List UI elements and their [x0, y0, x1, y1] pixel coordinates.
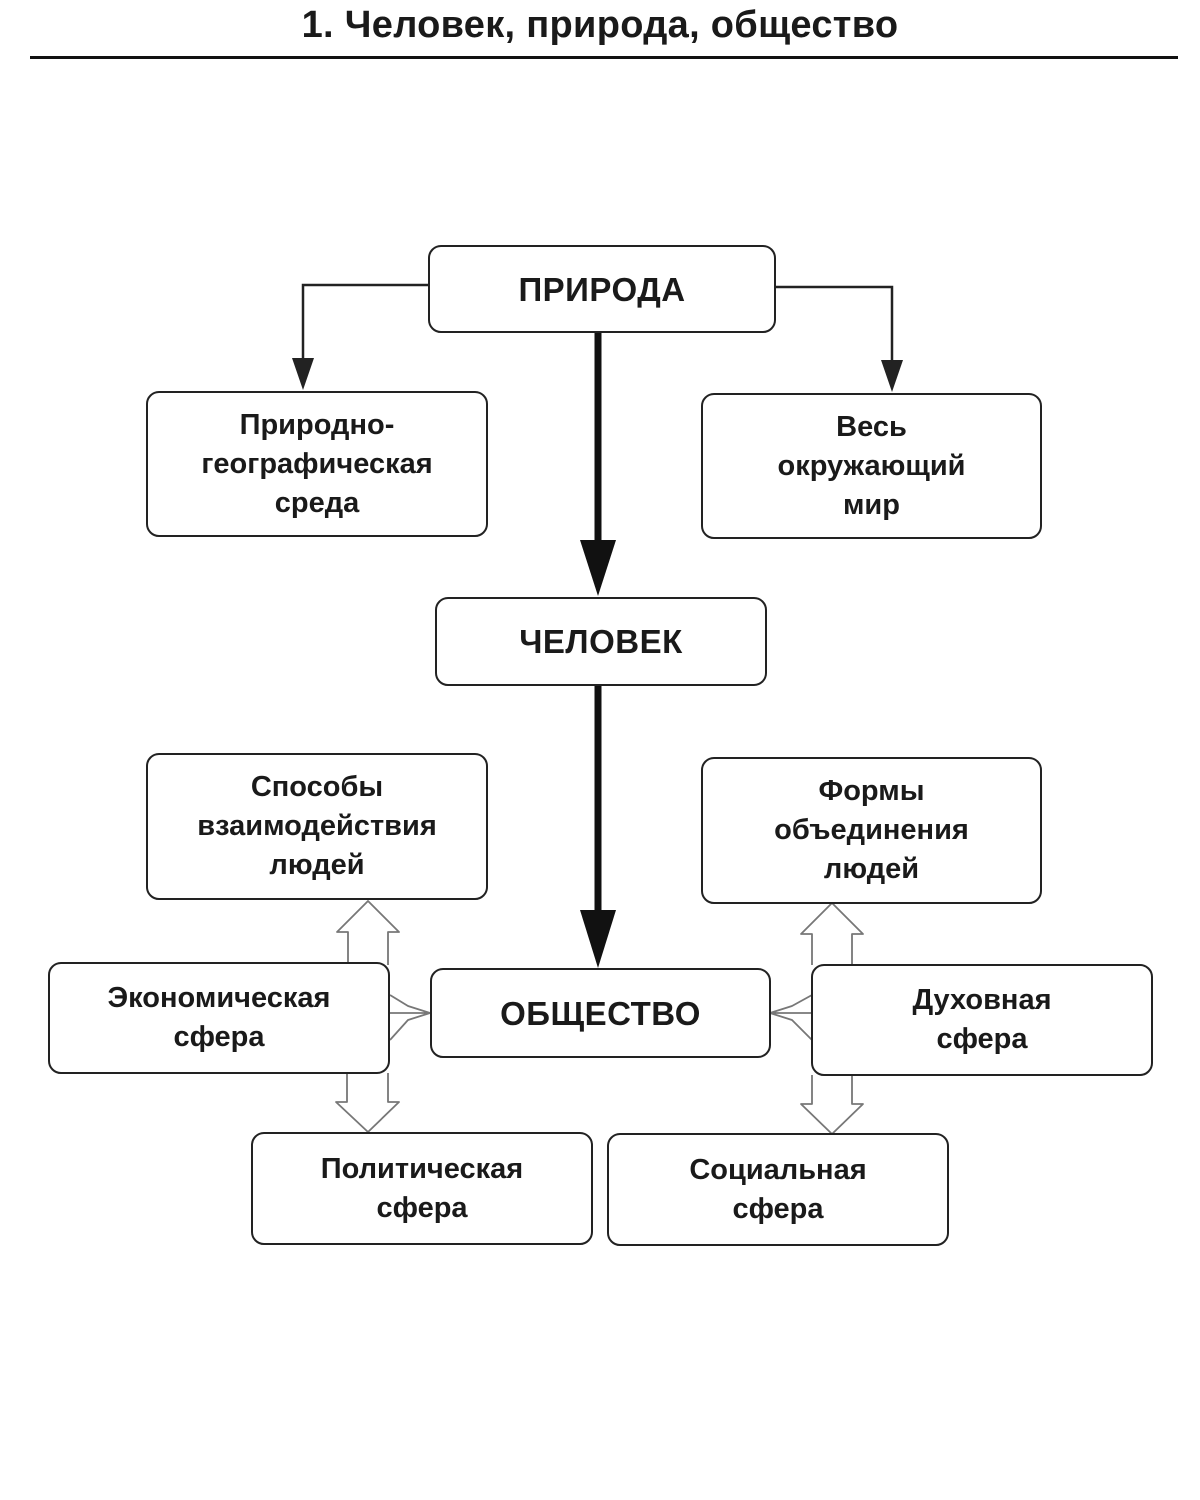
- node-obshchestvo: ОБЩЕСТВО: [430, 968, 771, 1058]
- edge-obshchestvo-dukhovnaya: [769, 994, 813, 1041]
- edge-priroda-mir: [775, 285, 894, 362]
- node-dukhovnaya-sfera: Духовная сфера: [811, 964, 1153, 1076]
- node-priroda-label: ПРИРОДА: [518, 270, 686, 308]
- edge-priroda-sreda-head: [292, 358, 314, 390]
- node-politicheskaya-sfera-label: Политическая сфера: [320, 1152, 524, 1224]
- node-chelovek-label: ЧЕЛОВЕК: [519, 623, 683, 660]
- node-ekonomicheskaya-sfera-label: Экономическая сфера: [107, 982, 331, 1053]
- node-dukhovnaya-sfera-label: Духовная сфера: [912, 984, 1052, 1055]
- node-sotsialnaya-sfera-label: Социальная сфера: [689, 1153, 867, 1225]
- node-chelovek: ЧЕЛОВЕК: [435, 597, 767, 686]
- node-prirodno-geograficheskaya-sreda: Природно- географическая среда: [146, 391, 488, 537]
- node-obshchestvo-label: ОБЩЕСТВО: [500, 994, 701, 1032]
- node-sposoby-vzaimodeystviya: Способы взаимодействия людей: [146, 753, 488, 900]
- edge-obshchestvo-sposoby: [336, 900, 400, 965]
- node-ekonomicheskaya-sfera: Экономическая сфера: [48, 962, 390, 1074]
- node-formy-obedineniya-label: Формы объединения людей: [774, 775, 969, 885]
- edge-chelovek-obshchestvo-head: [580, 910, 616, 968]
- node-priroda: ПРИРОДА: [428, 245, 776, 333]
- edge-obshchestvo-formy: [800, 902, 864, 965]
- node-formy-obedineniya: Формы объединения людей: [701, 757, 1042, 904]
- edge-priroda-chelovek-head: [580, 540, 616, 596]
- node-sposoby-vzaimodeystviya-label: Способы взаимодействия людей: [197, 771, 437, 881]
- diagram-title: 1. Человек, природа, общество: [301, 4, 899, 46]
- node-politicheskaya-sfera: Политическая сфера: [251, 1132, 593, 1245]
- edge-obshchestvo-sotsialnaya: [800, 1075, 864, 1135]
- edge-obshchestvo-politicheskaya: [335, 1073, 400, 1133]
- edge-obshchestvo-ekonomicheskaya: [389, 994, 431, 1041]
- edge-priroda-mir-head: [881, 360, 903, 392]
- node-sotsialnaya-sfera: Социальная сфера: [607, 1133, 949, 1246]
- title-underline: [30, 56, 1178, 59]
- node-prirodno-geograficheskaya-sreda-label: Природно- географическая среда: [201, 408, 433, 519]
- node-ves-okruzhayushchiy-mir: Весь окружающий мир: [701, 393, 1042, 539]
- node-ves-okruzhayushchiy-mir-label: Весь окружающий мир: [777, 410, 966, 521]
- edge-priroda-sreda: [301, 283, 430, 360]
